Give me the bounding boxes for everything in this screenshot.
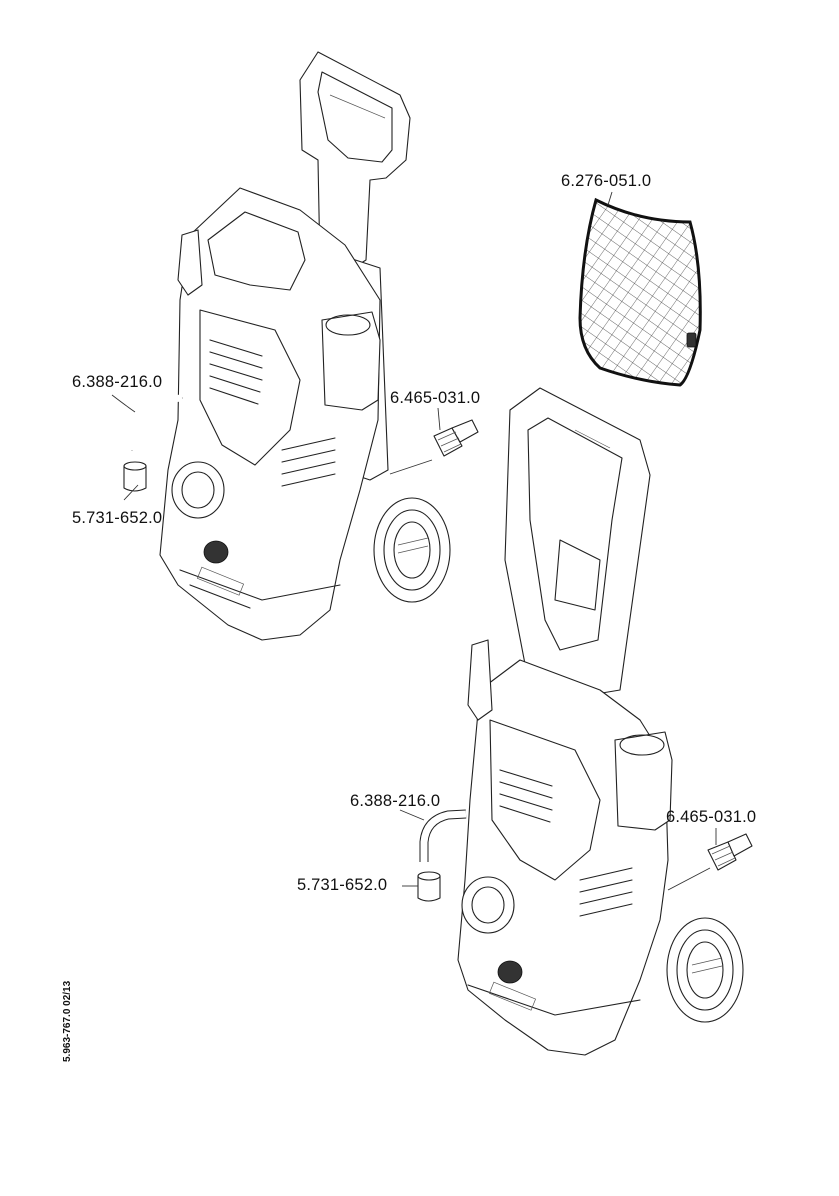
part-label-cap-1: 5.731-652.0 (72, 509, 163, 527)
part-label-adapter-1: 6.465-031.0 (390, 389, 481, 407)
part-label-cap-2: 5.731-652.0 (297, 876, 388, 894)
pressure-washer-unit-2 (457, 387, 744, 1056)
part-label-hose-1: 6.388-216.0 (72, 373, 163, 391)
adapter-part-1 (433, 419, 479, 457)
cap-part-1 (123, 461, 147, 492)
hose-part-1 (128, 394, 183, 451)
cap-part-2 (417, 871, 441, 902)
hose-part-2 (419, 809, 467, 862)
leader-lines (111, 191, 717, 891)
adapter-part-2 (707, 833, 753, 871)
document-number: 5.963-767.0 02/13 (62, 980, 73, 1062)
part-label-filter: 6.276-051.0 (561, 172, 652, 190)
filter-mesh-part (578, 197, 702, 387)
pressure-washer-unit-1 (159, 51, 451, 641)
part-label-hose-2: 6.388-216.0 (350, 792, 441, 810)
part-label-adapter-2: 6.465-031.0 (666, 808, 757, 826)
